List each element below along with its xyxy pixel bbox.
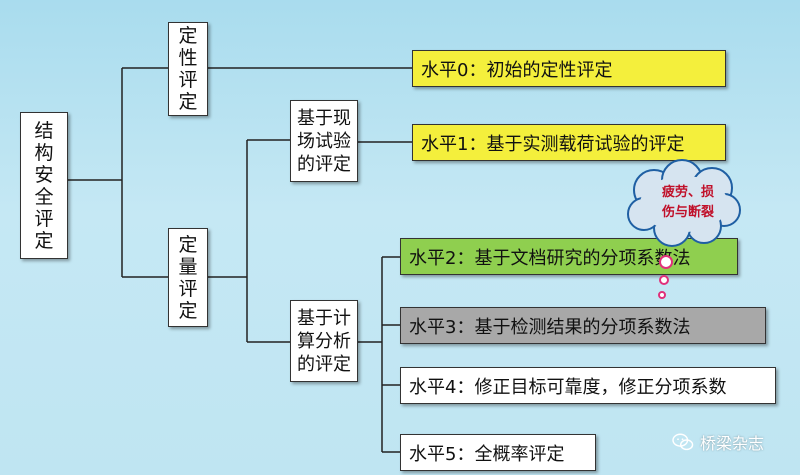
quantitative-node: 定量评定 (168, 228, 208, 327)
qualitative-label: 定性评定 (178, 25, 198, 113)
level-0-text: 水平0：初始的定性评定 (421, 59, 613, 81)
computational-node: 基于计算分析的评定 (290, 300, 358, 382)
callout-cloud (627, 159, 741, 247)
callout-bubbles (658, 255, 673, 299)
level-2-text: 水平2：基于文档研究的分项系数法 (409, 247, 691, 269)
field-test-node: 基于现场试验的评定 (290, 100, 358, 182)
watermark-text: 桥梁杂志 (700, 434, 765, 453)
level-3-box: 水平3：基于检测结果的分项系数法 (400, 307, 766, 344)
root-label: 结构安全评定 (34, 119, 54, 252)
field-test-label: 基于现场试验的评定 (297, 107, 351, 175)
level-0-box: 水平0：初始的定性评定 (412, 50, 726, 87)
callout-text: 疲劳、损 伤与断裂 (646, 183, 730, 223)
wechat-icon (672, 433, 694, 451)
level-5-text: 水平5：全概率评定 (409, 443, 565, 465)
callout-line-2: 伤与断裂 (661, 205, 714, 220)
callout-line-1: 疲劳、损 (661, 185, 714, 200)
quantitative-label: 定量评定 (178, 233, 198, 322)
watermark: 桥梁杂志 (672, 430, 764, 454)
level-3-text: 水平3：基于检测结果的分项系数法 (409, 316, 691, 338)
qualitative-node: 定性评定 (168, 22, 208, 116)
level-4-box: 水平4：修正目标可靠度，修正分项系数 (400, 367, 776, 404)
level-5-box: 水平5：全概率评定 (400, 434, 596, 471)
level-1-text: 水平1：基于实测载荷试验的评定 (421, 133, 685, 155)
root-node: 结构安全评定 (20, 112, 68, 259)
level-4-text: 水平4：修正目标可靠度，修正分项系数 (409, 376, 727, 398)
computational-label: 基于计算分析的评定 (297, 307, 351, 375)
level-1-box: 水平1：基于实测载荷试验的评定 (412, 124, 726, 161)
